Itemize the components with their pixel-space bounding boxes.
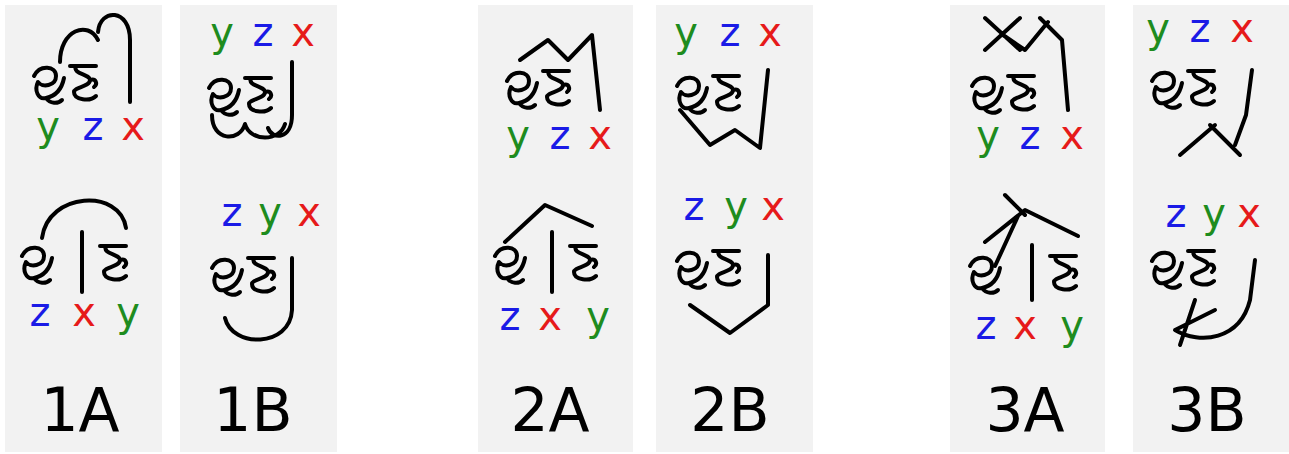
variable-label: x [297, 192, 321, 232]
variable-label: x [1013, 305, 1037, 345]
variable-label: y [1202, 193, 1226, 233]
panel-label: 1B [213, 380, 292, 440]
variable-label: x [758, 12, 782, 52]
variable-label: y [674, 12, 698, 52]
variable-label: z [30, 292, 51, 332]
variable-label: y [116, 292, 140, 332]
variable-label: x [538, 296, 562, 336]
variable-label: z [222, 192, 243, 232]
panel-label: 2B [690, 380, 769, 440]
variable-label: y [976, 115, 1000, 155]
variable-label: z [684, 186, 705, 226]
panel-label: 3A [985, 380, 1064, 440]
variable-label: y [586, 296, 610, 336]
variable-label: y [1060, 305, 1084, 345]
variable-label: z [976, 305, 997, 345]
variable-label: x [761, 186, 785, 226]
variable-label: z [1166, 193, 1187, 233]
variable-label: y [506, 115, 530, 155]
variable-label: z [1020, 115, 1041, 155]
variable-label: y [210, 12, 234, 52]
variable-label: y [36, 106, 60, 146]
variable-label: x [1060, 115, 1084, 155]
variable-label: z [720, 12, 741, 52]
variable-label: x [291, 12, 315, 52]
variable-label: x [72, 292, 96, 332]
panel-label: 1A [40, 380, 119, 440]
variable-label: z [83, 106, 104, 146]
variable-label: x [588, 115, 612, 155]
variable-label: z [1190, 8, 1211, 48]
variable-label: x [1237, 193, 1261, 233]
variable-label: y [724, 186, 748, 226]
panel-label: 3B [1167, 380, 1246, 440]
variable-label: x [1230, 8, 1254, 48]
variable-label: z [500, 296, 521, 336]
variable-label: z [550, 115, 571, 155]
panel-label: 2A [510, 380, 589, 440]
variable-label: z [253, 12, 274, 52]
variable-label: y [258, 192, 282, 232]
variable-label: y [1146, 8, 1170, 48]
variable-label: x [121, 106, 145, 146]
